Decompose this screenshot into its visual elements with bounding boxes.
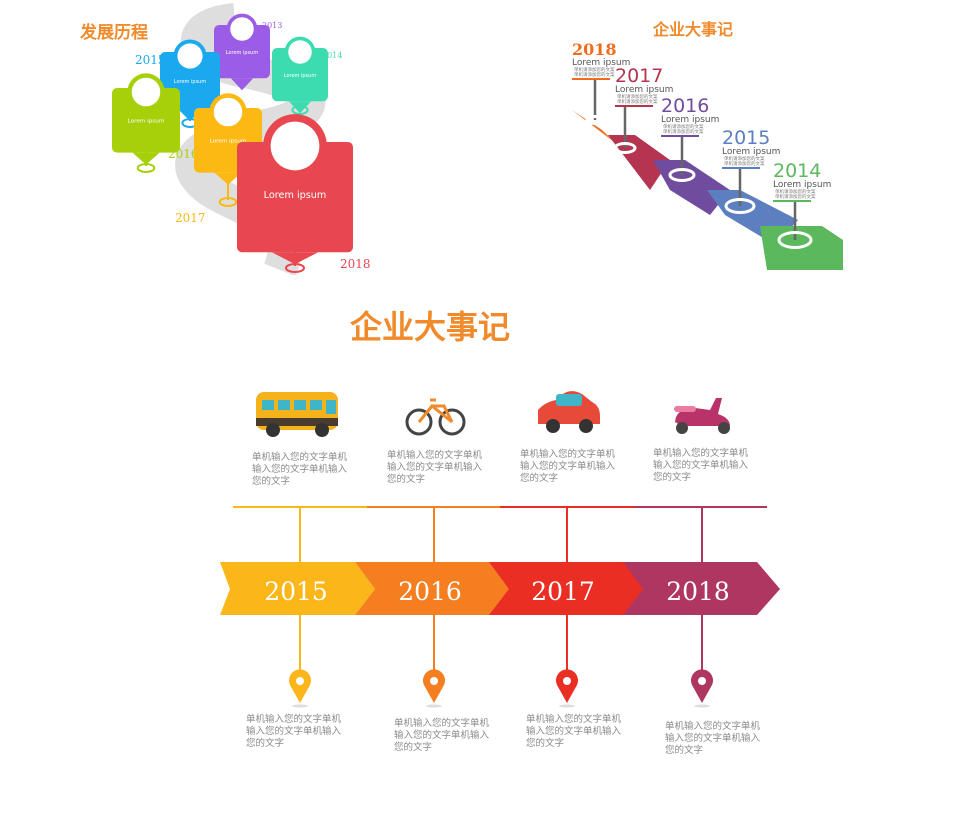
pin-caption: Lorem ipsum [284,73,317,79]
year-label: 2016 [398,577,462,606]
clock-icon [177,43,203,69]
bar-chart-icon [131,77,161,107]
svg-text:Lorem ipsum: Lorem ipsum [661,115,719,125]
year-label: 2018 [666,577,730,606]
svg-text:单机请添加您的文案: 单机请添加您的文案 [663,123,704,130]
bus-icon [256,392,338,437]
briefcase-icon [230,17,254,41]
road-pin: Lorem ipsum 2014 [272,36,342,115]
svg-text:2016: 2016 [661,95,709,117]
timeline-description: 单机输入您的文字单机输入您的文字单机输入您的文字 [252,452,348,487]
pin-caption: Lorem ipsum [210,139,247,145]
location-pin-icon [289,669,311,708]
svg-text:2018: 2018 [572,40,617,59]
road-pin: Lorem ipsum 2016 [112,73,199,173]
svg-text:2015: 2015 [722,127,770,149]
pin-year: 2018 [340,257,371,271]
stair-step [653,160,730,215]
year-arrow [489,562,644,615]
location-pin-icon [691,669,714,708]
svg-text:单机请添加您的文案: 单机请添加您的文案 [775,188,816,195]
svg-text:单机请添加您的文案: 单机请添加您的文案 [775,193,816,200]
timeline-item: 2015 [220,507,375,708]
dollar-icon [288,40,312,64]
pin-year: 2016 [168,147,199,161]
svg-text:单机请添加您的文案: 单机请添加您的文案 [663,128,704,135]
svg-text:单机请添加您的文案: 单机请添加您的文案 [574,71,615,78]
timeline-description: 单机输入您的文字单机输入您的文字单机输入您的文字 [394,718,490,753]
year-arrow [623,562,780,615]
building-icon [213,97,243,127]
car-icon [538,391,600,433]
pin-caption: Lorem ipsum [174,79,207,85]
timeline-item: 2017 [489,507,644,708]
svg-text:单机请添加您的文案: 单机请添加您的文案 [724,155,765,162]
pin-year: 2014 [322,51,342,60]
year-label: 2015 [264,577,328,606]
timeline-description: 单机输入您的文字单机输入您的文字单机输入您的文字 [665,721,761,756]
year-label: 2017 [531,577,595,606]
svg-text:单机请添加您的文案: 单机请添加您的文案 [574,66,615,73]
stairs-section-title: 企业大事记 [653,20,734,39]
road-pin: Lorem ipsum 2013 [214,13,282,91]
svg-text:2014: 2014 [773,160,821,182]
timeline-item: 2018 [623,507,780,708]
pin-caption: Lorem ipsum [264,190,327,201]
year-arrow [355,562,510,615]
bicycle-icon [405,398,466,436]
pin-caption: Lorem ipsum [226,50,259,56]
year-arrow [220,562,375,615]
svg-text:Lorem ipsum: Lorem ipsum [722,147,780,157]
svg-text:单机请添加您的文案: 单机请添加您的文案 [617,93,658,100]
svg-text:Lorem ipsum: Lorem ipsum [773,180,831,190]
timeline-description: 单机输入您的文字单机输入您的文字单机输入您的文字 [520,449,616,484]
svg-text:Lorem ipsum: Lorem ipsum [615,85,673,95]
timeline-graphic: 2015 2016 2017 2018 [220,391,780,708]
timeline-item: 2016 [355,507,510,708]
road-section-title: 发展历程 [80,23,148,43]
svg-text:2017: 2017 [615,65,663,87]
stair-step [608,135,670,190]
pin-year: 2015 [135,53,166,67]
timeline-description: 单机输入您的文字单机输入您的文字单机输入您的文字 [526,714,622,749]
timeline-title: 企业大事记 [350,308,511,346]
svg-text:Lorem ipsum: Lorem ipsum [572,58,630,68]
svg-text:单机请添加您的文案: 单机请添加您的文案 [724,160,765,167]
globe-icon [270,121,320,171]
pin-year: 2013 [262,21,282,30]
road-pin: Lorem ipsum 2018 [237,114,371,273]
timeline-description: 单机输入您的文字单机输入您的文字单机输入您的文字 [653,448,749,483]
location-pin-icon [422,669,446,708]
svg-text:单机请添加您的文案: 单机请添加您的文案 [617,98,658,105]
pin-caption: Lorem ipsum [128,119,165,125]
scooter-icon [674,398,730,434]
timeline-description: 单机输入您的文字单机输入您的文字单机输入您的文字 [246,714,342,749]
timeline-description: 单机输入您的文字单机输入您的文字单机输入您的文字 [387,450,483,485]
location-pin-icon [556,669,578,708]
pin-year: 2017 [175,211,206,225]
